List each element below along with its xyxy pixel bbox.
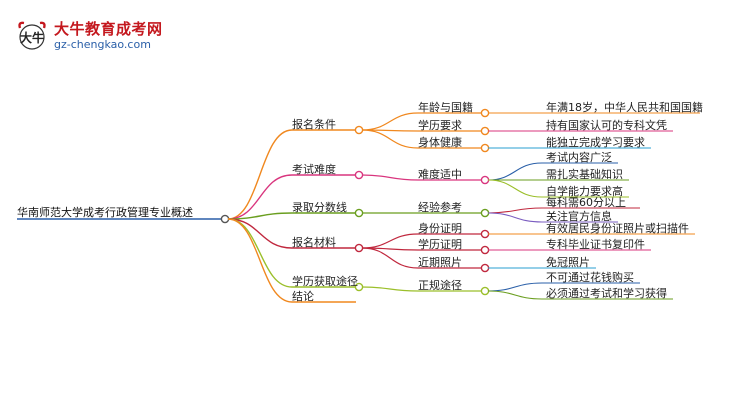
branch-label-0[interactable]: 报名条件 (292, 118, 336, 131)
branch-node-dot-2[interactable] (354, 208, 364, 218)
child-node-dot-3-2[interactable] (480, 263, 490, 273)
branch-connector-1 (227, 174, 293, 220)
child-node-dot-0-0[interactable] (480, 108, 490, 118)
child-label-4-0[interactable]: 正规途径 (418, 279, 462, 292)
leaf-connector-4-0-0 (487, 282, 543, 292)
branch-connector-4 (227, 218, 293, 288)
branch-label-4[interactable]: 学历获取途径 (292, 275, 358, 288)
leaf-label-0-1-0[interactable]: 持有国家认可的专科文凭 (546, 119, 667, 132)
leaf-label-0-2-0[interactable]: 能独立完成学习要求 (546, 136, 645, 149)
branch-node-dot-0[interactable] (354, 125, 364, 135)
leaf-label-2-0-0[interactable]: 每科需60分以上 (546, 196, 626, 209)
child-label-2-0[interactable]: 经验参考 (418, 201, 462, 214)
leaf-connector-2-0-1 (487, 212, 543, 223)
brand-url: gz-chengkao.com (54, 38, 151, 51)
leaf-connector-1-0-0 (487, 162, 543, 181)
branch-connector-0 (227, 129, 293, 220)
branch-label-5[interactable]: 结论 (292, 290, 314, 303)
child-label-0-1[interactable]: 学历要求 (418, 119, 462, 132)
branch-label-3[interactable]: 报名材料 (292, 236, 336, 249)
root-node-label[interactable]: 华南师范大学成考行政管理专业概述 (17, 206, 193, 219)
child-connector-1-0 (361, 174, 419, 181)
bull-logo-icon: 大牛 (16, 20, 48, 54)
child-label-3-0[interactable]: 身份证明 (418, 222, 462, 235)
branch-node-dot-3[interactable] (354, 243, 364, 253)
leaf-label-2-0-1[interactable]: 关注官方信息 (546, 210, 612, 223)
child-connector-0-0 (361, 112, 419, 131)
child-node-dot-0-2[interactable] (480, 143, 490, 153)
leaf-label-3-2-0[interactable]: 免冠照片 (546, 256, 590, 269)
child-node-dot-2-0[interactable] (480, 208, 490, 218)
child-connector-0-2 (361, 129, 419, 149)
child-node-dot-3-0[interactable] (480, 229, 490, 239)
child-label-0-0[interactable]: 年龄与国籍 (418, 101, 473, 114)
leaf-label-3-1-0[interactable]: 专科毕业证书复印件 (546, 238, 645, 251)
branch-connector-3 (227, 218, 293, 249)
brand-name: 大牛教育成考网 (54, 20, 163, 38)
leaf-label-3-0-0[interactable]: 有效居民身份证照片或扫描件 (546, 222, 689, 235)
child-node-dot-1-0[interactable] (480, 175, 490, 185)
site-logo[interactable]: 大牛 大牛教育成考网 gz-chengkao.com (16, 18, 162, 60)
child-connector-3-0 (361, 233, 419, 249)
leaf-label-0-0-0[interactable]: 年满18岁，中华人民共和国国籍 (546, 101, 703, 114)
branch-connector-2 (227, 212, 293, 220)
leaf-label-4-0-1[interactable]: 必须通过考试和学习获得 (546, 287, 667, 300)
child-node-dot-0-1[interactable] (480, 126, 490, 136)
child-connector-4-0 (361, 286, 419, 292)
child-label-3-2[interactable]: 近期照片 (418, 256, 462, 269)
child-connector-3-2 (361, 247, 419, 269)
child-label-0-2[interactable]: 身体健康 (418, 136, 462, 149)
child-label-3-1[interactable]: 学历证明 (418, 238, 462, 251)
child-label-1-0[interactable]: 难度适中 (418, 168, 462, 181)
branch-label-1[interactable]: 考试难度 (292, 163, 336, 176)
branch-connector-5 (227, 218, 293, 303)
leaf-connector-4-0-1 (487, 290, 543, 300)
leaf-connector-2-0-0 (487, 207, 543, 214)
leaf-label-1-0-2[interactable]: 自学能力要求高 (546, 185, 623, 198)
leaf-label-4-0-0[interactable]: 不可通过花钱购买 (546, 271, 634, 284)
branch-label-2[interactable]: 录取分数线 (292, 201, 347, 214)
child-node-dot-3-1[interactable] (480, 245, 490, 255)
child-node-dot-4-0[interactable] (480, 286, 490, 296)
branch-node-dot-1[interactable] (354, 170, 364, 180)
leaf-connector-1-0-2 (487, 179, 543, 198)
logo-glyph: 大牛 (20, 30, 44, 45)
leaf-label-1-0-0[interactable]: 考试内容广泛 (546, 151, 612, 164)
leaf-label-1-0-1[interactable]: 需扎实基础知识 (546, 168, 623, 181)
root-node-dot[interactable] (220, 214, 230, 224)
